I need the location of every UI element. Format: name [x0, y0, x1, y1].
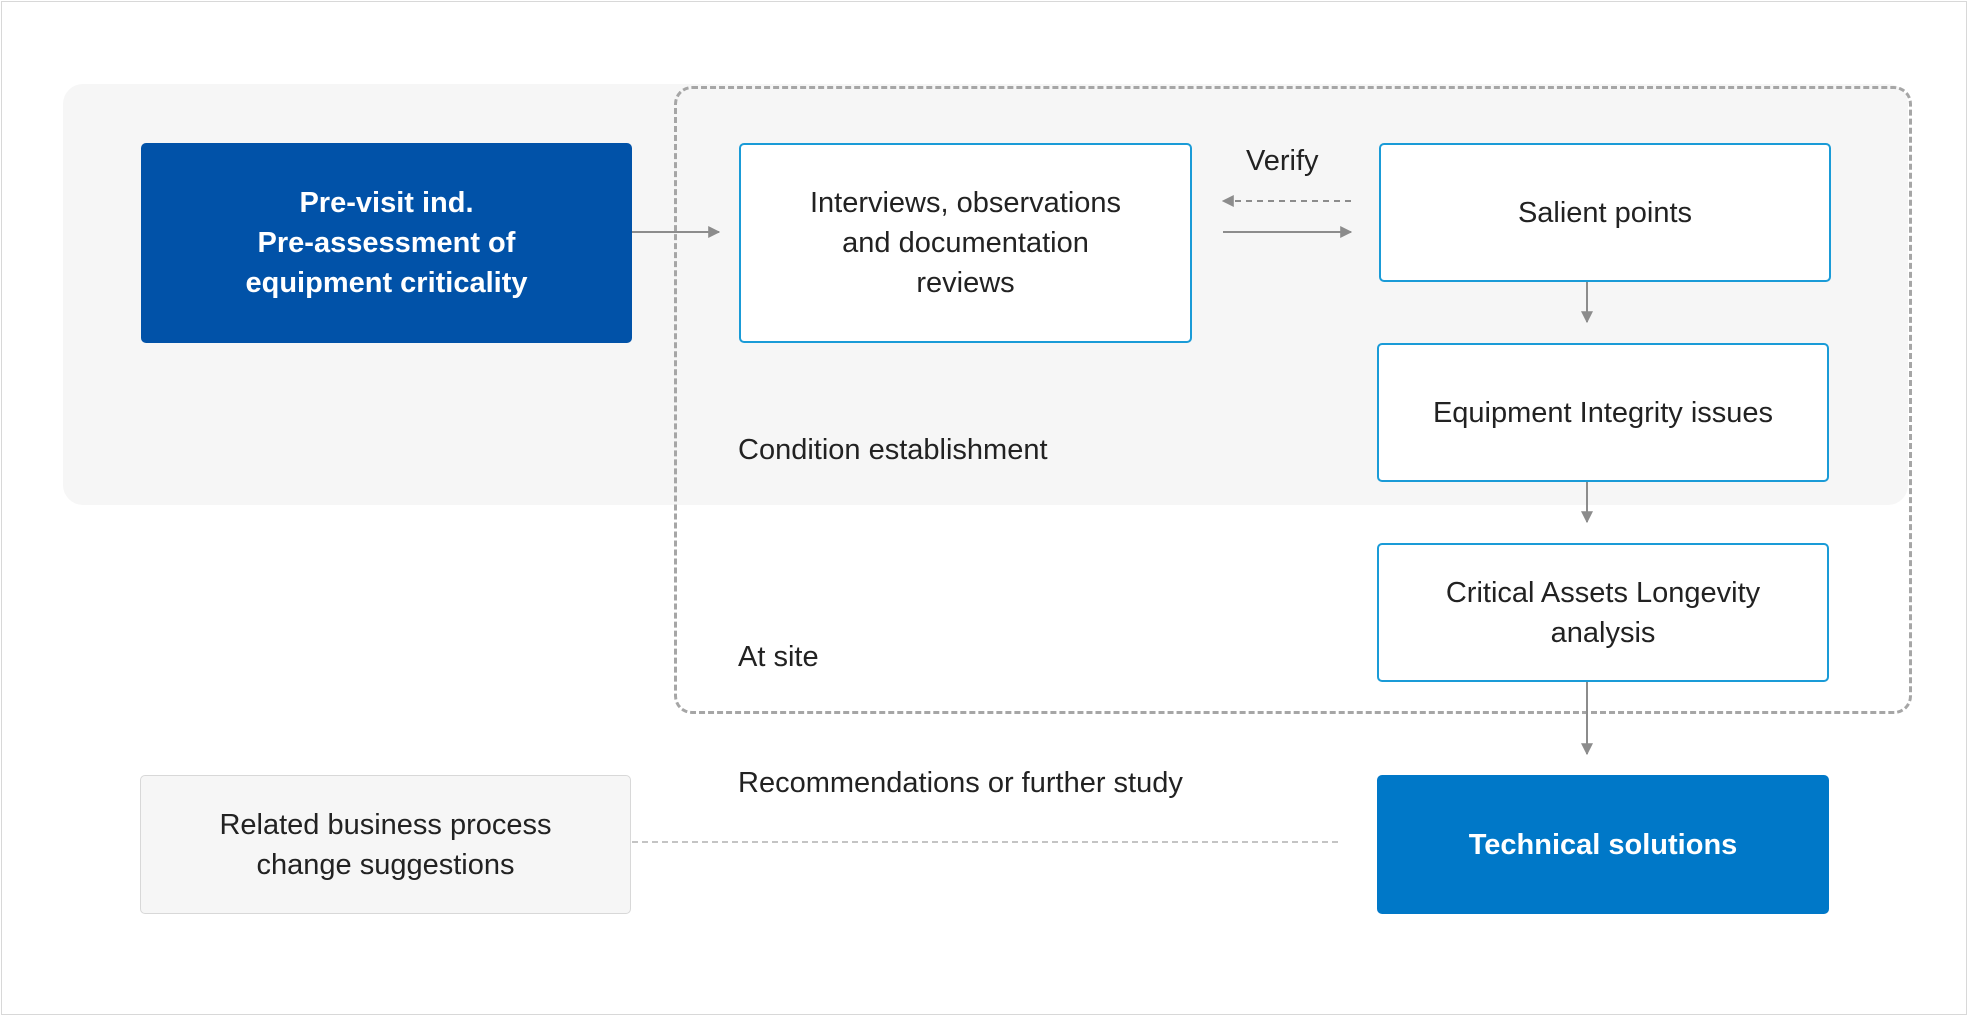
condition-establishment-label: Condition establishment: [738, 434, 1048, 466]
recommendations-label: Recommendations or further study: [738, 767, 1183, 799]
longevity-analysis-box: Critical Assets Longevity analysis: [1377, 543, 1829, 682]
at-site-label: At site: [738, 641, 819, 673]
equipment-integrity-box: Equipment Integrity issues: [1377, 343, 1829, 482]
related-process-box: Related business process change suggesti…: [140, 775, 631, 914]
at-site-zone: [674, 86, 1912, 714]
pre-visit-box: Pre-visit ind. Pre-assessment of equipme…: [141, 143, 632, 343]
interviews-box: Interviews, observations and documentati…: [739, 143, 1192, 343]
technical-solutions-box: Technical solutions: [1377, 775, 1829, 914]
verify-label: Verify: [1246, 145, 1319, 177]
salient-points-box: Salient points: [1379, 143, 1831, 282]
